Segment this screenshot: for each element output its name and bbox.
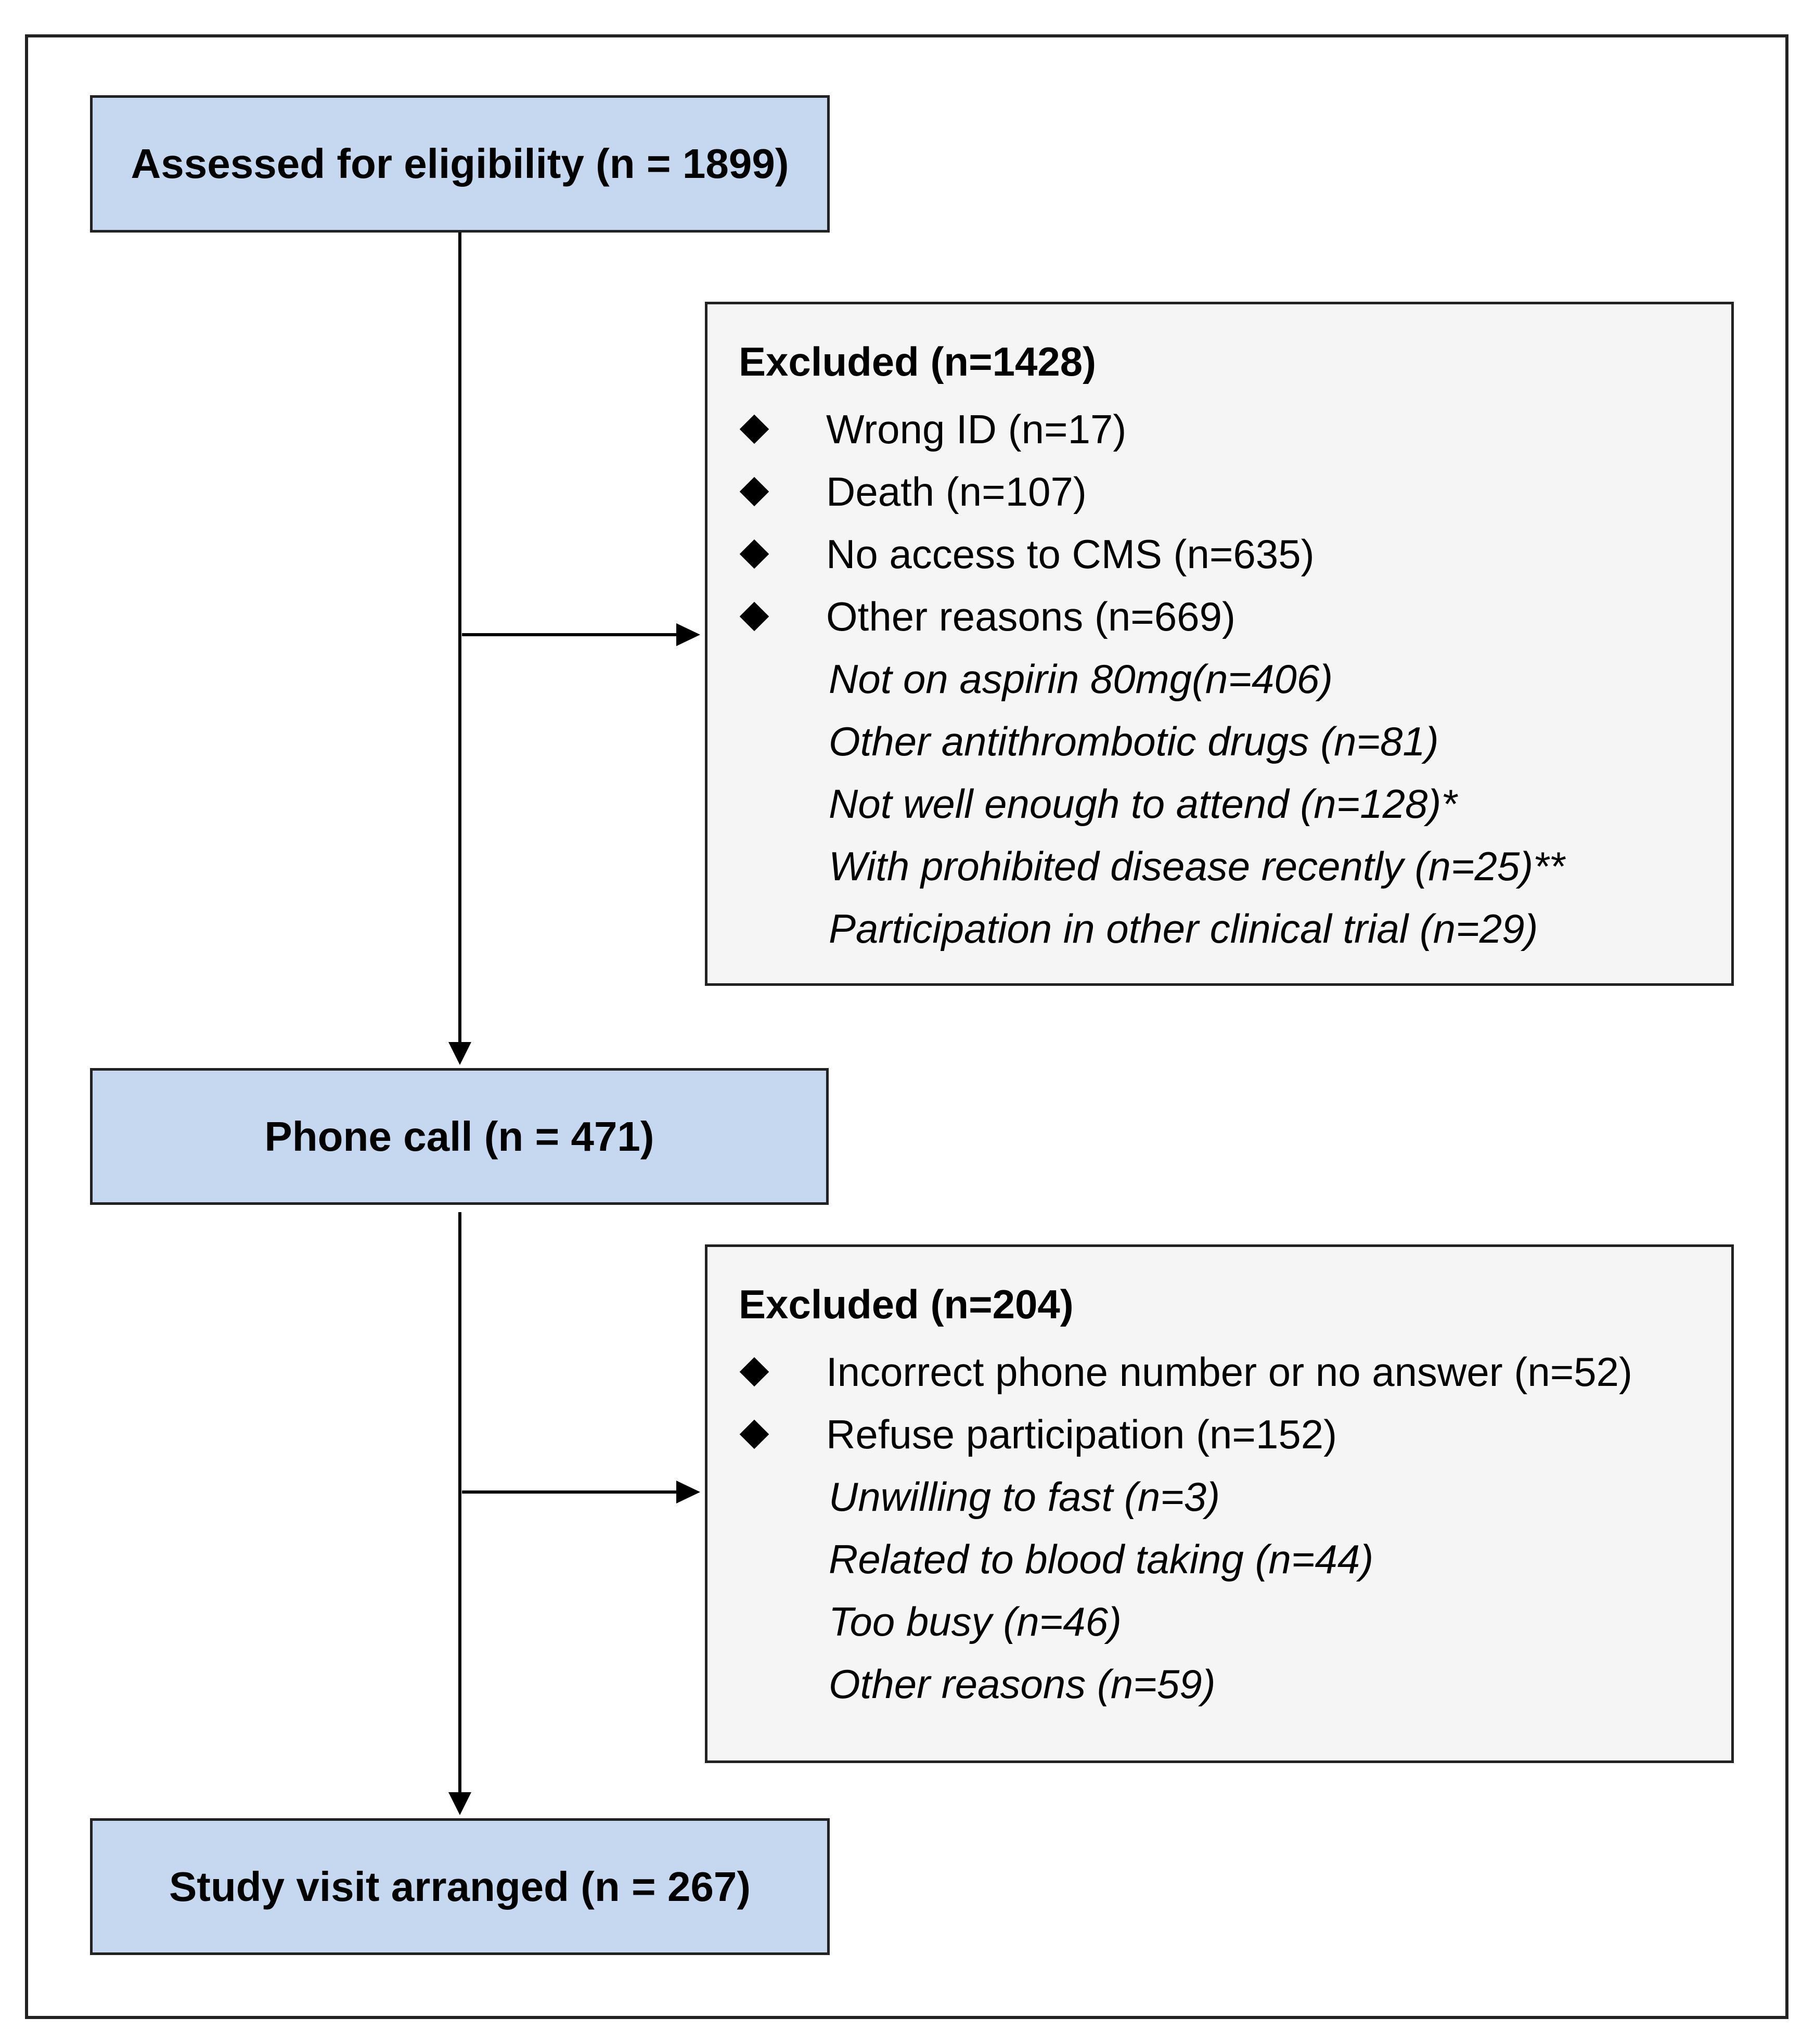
exclusion-item-label: Too busy (n=46)	[829, 1599, 1122, 1644]
exclusion-title: Excluded (n=204)	[739, 1281, 1074, 1327]
diamond-bullet-icon	[739, 539, 769, 569]
arrowhead-exclusion-1	[676, 623, 700, 646]
exclusion-item-label: With prohibited disease recently (n=25)*…	[829, 843, 1565, 889]
stage-assessed-box: Assessed for eligibility (n = 1899)	[90, 95, 830, 233]
exclusion-item-label: No access to CMS (n=635)	[826, 531, 1315, 577]
exclusion-subreason: Other reasons (n=59)	[739, 1653, 1731, 1715]
exclusion-item-label: Related to blood taking (n=44)	[829, 1536, 1374, 1582]
exclusion-subreason: Not on aspirin 80mg(n=406)	[739, 648, 1731, 710]
exclusion-title: Excluded (n=1428)	[739, 339, 1097, 384]
exclusion-reason: Wrong ID (n=17)	[739, 398, 1731, 460]
exclusion-box-1: Excluded (n=1428) Wrong ID (n=17) Death (…	[705, 302, 1734, 986]
exclusion-item-label: Incorrect phone number or no answer (n=5…	[826, 1349, 1633, 1395]
exclusion-item-label: Other antithrombotic drugs (n=81)	[829, 718, 1439, 764]
exclusion-item-label: Unwilling to fast (n=3)	[829, 1474, 1220, 1520]
arrowhead-stage2	[448, 1042, 471, 1065]
exclusion-box-2: Excluded (n=204) Incorrect phone number …	[705, 1244, 1734, 1763]
exclusion-item-label: Death (n=107)	[826, 469, 1087, 515]
exclusion-subreason: Participation in other clinical trial (n…	[739, 897, 1731, 960]
exclusion-reason: No access to CMS (n=635)	[739, 523, 1731, 585]
diamond-bullet-icon	[739, 1357, 769, 1387]
exclusion-item-label: Participation in other clinical trial (n…	[829, 906, 1538, 952]
diamond-bullet-icon	[739, 477, 769, 507]
exclusion-subreason: Other antithrombotic drugs (n=81)	[739, 710, 1731, 773]
exclusion-reason: Incorrect phone number or no answer (n=5…	[739, 1341, 1731, 1403]
exclusion-reason: Other reasons (n=669)	[739, 585, 1731, 648]
stage-phone-call-label: Phone call (n = 471)	[264, 1113, 654, 1160]
exclusion-subreason: Too busy (n=46)	[739, 1590, 1731, 1653]
exclusion-subreason: Unwilling to fast (n=3)	[739, 1465, 1731, 1528]
exclusion-item-label: Other reasons (n=59)	[829, 1661, 1216, 1707]
exclusion-reason: Death (n=107)	[739, 460, 1731, 523]
exclusion-subreason: Not well enough to attend (n=128)*	[739, 773, 1731, 835]
diamond-bullet-icon	[739, 414, 769, 444]
exclusion-item-label: Wrong ID (n=17)	[826, 406, 1127, 452]
diamond-bullet-icon	[739, 1419, 769, 1449]
exclusion-item-label: Refuse participation (n=152)	[826, 1411, 1337, 1457]
exclusion-subreason: Related to blood taking (n=44)	[739, 1528, 1731, 1590]
stage-study-visit-box: Study visit arranged (n = 267)	[90, 1818, 830, 1955]
arrowhead-exclusion-2	[676, 1481, 700, 1503]
exclusion-item-label: Not on aspirin 80mg(n=406)	[829, 656, 1333, 702]
exclusion-item-label: Not well enough to attend (n=128)*	[829, 781, 1457, 827]
diagram-frame	[25, 34, 1788, 2019]
diamond-bullet-icon	[739, 601, 769, 632]
stage-phone-call-box: Phone call (n = 471)	[90, 1068, 829, 1205]
exclusion-list: Incorrect phone number or no answer (n=5…	[739, 1341, 1731, 1715]
stage-assessed-label: Assessed for eligibility (n = 1899)	[131, 140, 789, 187]
exclusion-item-label: Other reasons (n=669)	[826, 594, 1235, 639]
exclusion-reason: Refuse participation (n=152)	[739, 1403, 1731, 1465]
exclusion-list: Wrong ID (n=17) Death (n=107) No access to…	[739, 398, 1731, 960]
arrowhead-stage3	[448, 1792, 471, 1815]
stage-study-visit-label: Study visit arranged (n = 267)	[169, 1863, 751, 1910]
exclusion-subreason: With prohibited disease recently (n=25)*…	[739, 835, 1731, 897]
